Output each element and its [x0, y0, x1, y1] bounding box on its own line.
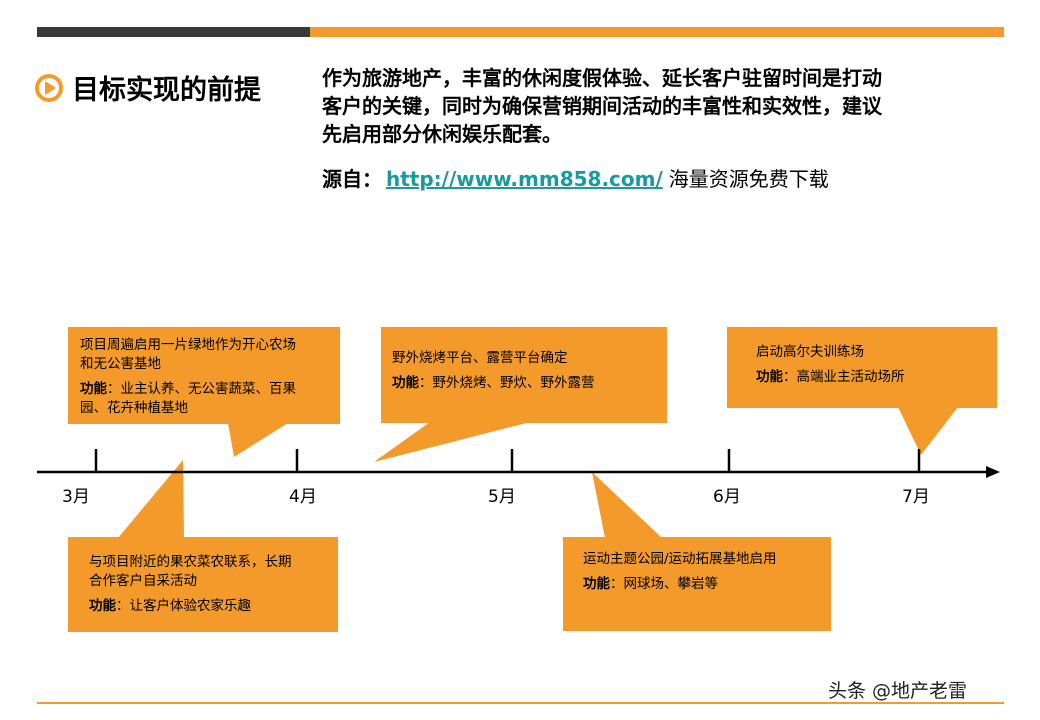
callout-text: 合作客户自采活动 — [89, 573, 197, 589]
source-tail: 海量资源免费下载 — [668, 167, 829, 191]
play-bullet-icon — [35, 74, 63, 102]
callout-shape-2 — [374, 327, 667, 462]
callout-func: 功能：高端业主活动场所 — [756, 369, 905, 385]
header-bar-orange — [310, 27, 1004, 37]
callout-func: 功能：让客户体验农家乐趣 — [89, 598, 251, 614]
callout-func: 功能：野外烧烤、野炊、野外露营 — [392, 375, 595, 391]
watermark: 头条 @地产老雷 — [828, 680, 968, 702]
callout-shape-4 — [68, 460, 338, 632]
callout-text: 与项目附近的果农菜农联系，长期 — [89, 554, 292, 570]
func-label: 功能 — [392, 375, 419, 391]
source-link[interactable]: http://www.mm858.com/ — [386, 167, 663, 191]
callout-shape-5 — [563, 472, 831, 631]
callout-text: 项目周遍启用一片绿地作为开心农场 — [80, 337, 296, 353]
intro-line: 客户的关键，同时为确保营销期间活动的丰富性和实效性，建议 — [322, 94, 882, 118]
func-label: 功能 — [756, 369, 783, 385]
timeline-arrow-head — [986, 466, 1000, 478]
month-label: 6月 — [713, 487, 741, 507]
month-label: 3月 — [62, 487, 90, 507]
callout-green-farm: 项目周遍启用一片绿地作为开心农场 和无公害基地 功能：业主认养、无公害蔬菜、百果… — [80, 336, 342, 418]
func-label: 功能 — [583, 576, 610, 592]
source-line: 源自：http://www.mm858.com/海量资源免费下载 — [322, 163, 829, 192]
callout-bbq-camping: 野外烧烤平台、露营平台确定 功能：野外烧烤、野炊、野外露营 — [392, 349, 662, 393]
header-bar-dark — [37, 27, 310, 37]
callout-golf: 启动高尔夫训练场 功能：高端业主活动场所 — [756, 343, 992, 387]
callout-shape-1 — [68, 327, 340, 457]
callout-text: 和无公害基地 — [80, 356, 161, 372]
callout-text: 野外烧烤平台、露营平台确定 — [392, 350, 568, 366]
month-label: 7月 — [902, 487, 930, 507]
callout-func-cont: 园、花卉种植基地 — [80, 400, 188, 416]
source-label: 源自： — [322, 167, 382, 191]
callout-text: 运动主题公园/运动拓展基地启用 — [583, 551, 777, 567]
intro-line: 先启用部分休闲娱乐配套。 — [322, 122, 562, 146]
callout-sports-park: 运动主题公园/运动拓展基地启用 功能：网球场、攀岩等 — [583, 550, 828, 594]
callout-shape-3 — [727, 327, 997, 455]
callout-func: 功能：业主认养、无公害蔬菜、百果 — [80, 381, 296, 397]
footer-line — [37, 702, 1004, 704]
func-label: 功能 — [80, 381, 107, 397]
callout-farmer-cooperation: 与项目附近的果农菜农联系，长期 合作客户自采活动 功能：让客户体验农家乐趣 — [89, 553, 334, 616]
month-label: 4月 — [289, 487, 317, 507]
page-title: 目标实现的前提 — [72, 75, 261, 106]
intro-paragraph: 作为旅游地产，丰富的休闲度假体验、延长客户驻留时间是打动 客户的关键，同时为确保… — [322, 64, 1012, 148]
func-label: 功能 — [89, 598, 116, 614]
callout-func: 功能：网球场、攀岩等 — [583, 576, 718, 592]
month-label: 5月 — [488, 487, 516, 507]
callout-text: 启动高尔夫训练场 — [756, 344, 864, 360]
intro-line: 作为旅游地产，丰富的休闲度假体验、延长客户驻留时间是打动 — [322, 66, 882, 90]
